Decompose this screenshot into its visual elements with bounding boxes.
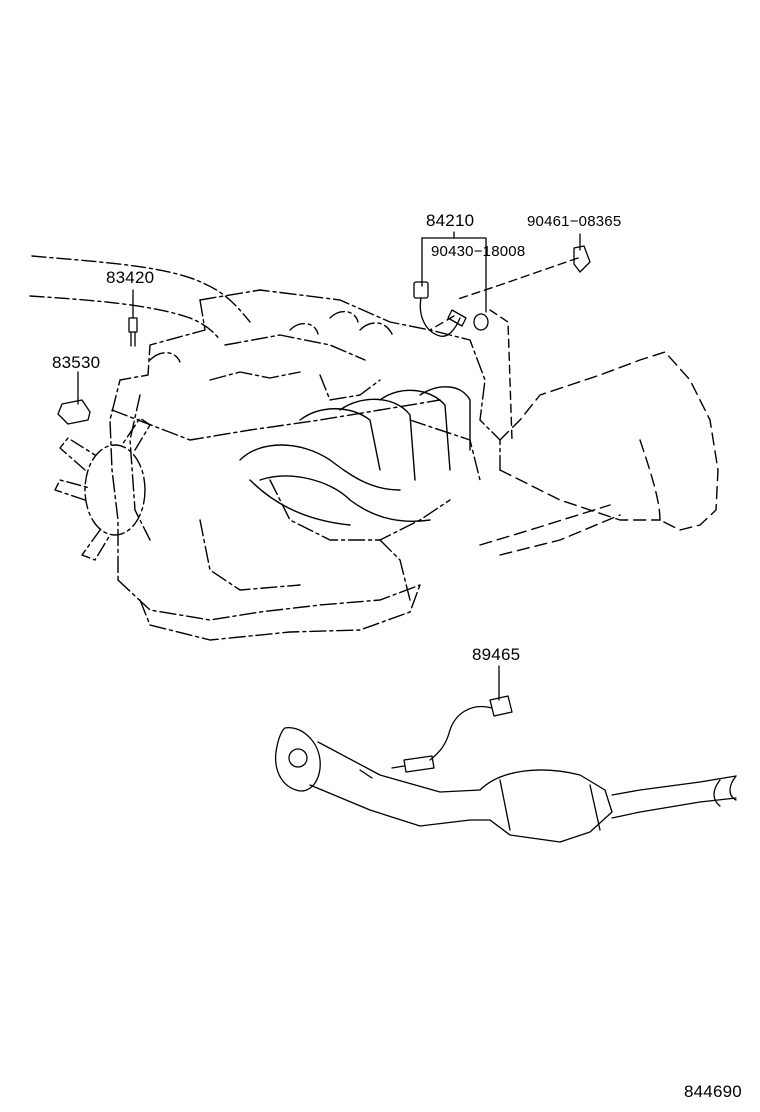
clip-90461 — [573, 245, 591, 273]
harness-phantom-lines — [29, 255, 251, 341]
intake-manifold — [239, 386, 471, 526]
part-number-90461-08365: 90461−08365 — [527, 213, 622, 230]
figure-number: 844690 — [684, 1082, 742, 1101]
cooling-fan — [54, 417, 151, 561]
engine-block — [109, 289, 501, 641]
exhaust-pipe — [274, 727, 737, 843]
part-number-89465: 89465 — [472, 645, 521, 664]
leader-84210 — [421, 231, 487, 313]
gasket-90430 — [473, 313, 489, 331]
knock-sensor-84210 — [413, 281, 467, 337]
transmission — [479, 351, 719, 556]
sensor-leader-lines — [429, 257, 579, 441]
part-number-90430-18008: 90430−18008 — [431, 243, 526, 260]
switch-83530 — [57, 399, 91, 425]
sender-83420 — [128, 317, 138, 347]
part-number-83420: 83420 — [106, 268, 155, 287]
part-number-84210: 84210 — [426, 211, 475, 230]
part-number-83530: 83530 — [52, 353, 101, 372]
oxygen-sensor-89465 — [391, 695, 513, 773]
